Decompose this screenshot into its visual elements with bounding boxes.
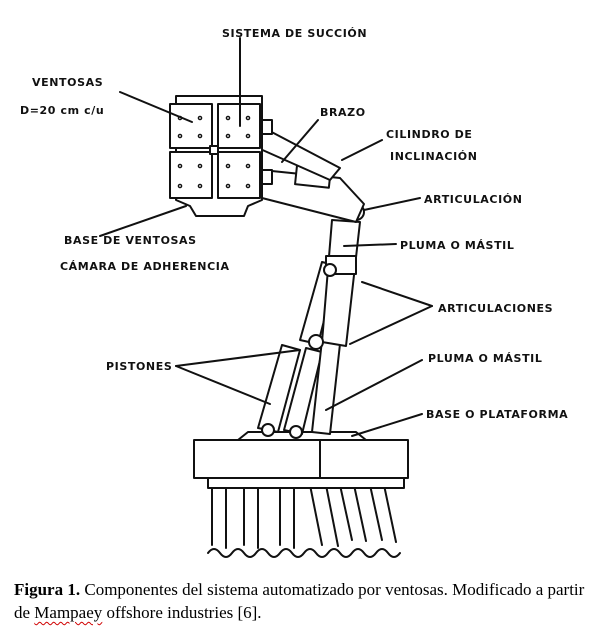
label-suction-cups-diameter: D=20 cm c/u (20, 104, 104, 117)
figure-label: Figura 1. (14, 580, 81, 599)
leader-lines (99, 37, 433, 437)
label-tilt-cylinder-1: CILINDRO DE (386, 128, 473, 141)
label-joints: ARTICULACIONES (438, 302, 553, 315)
foundation-piles (207, 484, 401, 558)
caption-source-name: Mampaey (34, 603, 103, 622)
label-platform: BASE O PLATAFORMA (426, 408, 568, 421)
label-pistons: PISTONES (106, 360, 172, 373)
label-tilt-cylinder-2: INCLINACIÓN (390, 150, 478, 163)
suction-head (169, 95, 273, 217)
label-joint: ARTICULACIÓN (424, 193, 523, 206)
label-cups-base: BASE DE VENTOSAS (64, 234, 197, 247)
label-arm: BRAZO (320, 106, 366, 119)
figure-caption: Figura 1. Componentes del sistema automa… (14, 578, 604, 624)
caption-text-end: offshore industries [6]. (102, 603, 262, 622)
arm (257, 127, 365, 223)
label-lower-boom: PLUMA O MÁSTIL (428, 352, 542, 365)
suction-system-diagram: SISTEMA DE SUCCIÓN VENTOSAS D=20 cm c/u … (20, 27, 568, 558)
label-adhesion-chamber: CÁMARA DE ADHERENCIA (60, 260, 230, 273)
caption-text-start: Componentes del sistema automatizado por… (14, 580, 585, 622)
label-suction-cups: VENTOSAS (32, 76, 103, 89)
label-suction-system: SISTEMA DE SUCCIÓN (222, 27, 367, 40)
label-upper-boom: PLUMA O MÁSTIL (400, 239, 514, 252)
base-platform (193, 431, 409, 489)
